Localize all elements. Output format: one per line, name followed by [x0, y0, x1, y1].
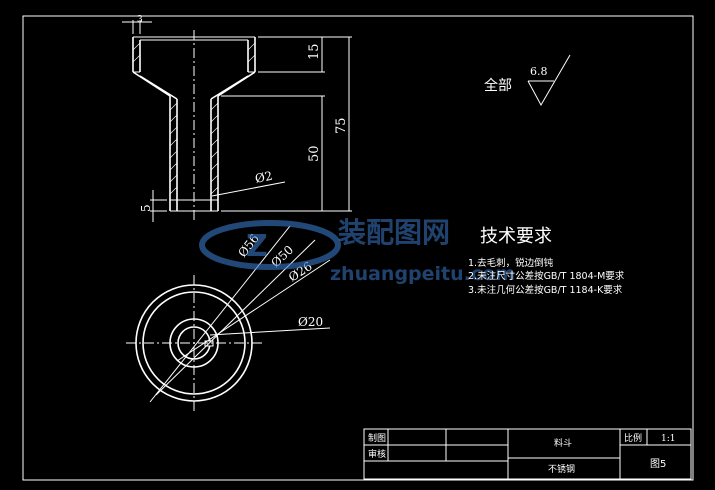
dim-base-step: 5: [139, 204, 153, 212]
top-view: [126, 225, 331, 411]
watermark-cn: 装配图网: [338, 216, 450, 249]
title-scale-label: 比例: [624, 432, 642, 444]
roughness-prefix: 全部: [484, 77, 512, 94]
front-view: [122, 20, 352, 222]
tech-req-item-1: 1.去毛刺，锐边倒钝: [468, 257, 554, 269]
svg-text:Z: Z: [246, 229, 268, 264]
watermark-url: zhuangpeitu.com: [330, 263, 515, 285]
dim-top-wall: 3: [137, 15, 143, 25]
dim-stem-height: 50: [307, 145, 322, 162]
title-checked-label: 审核: [368, 448, 386, 460]
dim-hole-dia: Ø2: [254, 169, 274, 186]
dim-dia-20: Ø20: [298, 315, 323, 329]
title-part-name: 料斗: [554, 437, 572, 449]
dim-flange-height: 15: [307, 43, 322, 60]
roughness-value: 6.8: [530, 65, 548, 78]
title-drawn-label: 制图: [368, 432, 386, 444]
title-material: 不锈钢: [548, 463, 575, 475]
tech-req-item-3: 3.未注几何公差按GB/T 1184-K要求: [468, 284, 623, 296]
tech-req-title: 技术要求: [480, 226, 552, 247]
tech-req-item-2: 2.未注尺寸公差按GB/T 1804-M要求: [468, 270, 625, 282]
title-drawing-no: 图5: [650, 458, 666, 470]
title-scale-value: 1:1: [661, 434, 675, 444]
dim-overall-height: 75: [334, 117, 349, 134]
title-block: [363, 428, 692, 480]
watermark-logo: Z: [199, 220, 341, 270]
drawing-frame: [22, 15, 694, 481]
roughness-symbol: [527, 54, 571, 107]
